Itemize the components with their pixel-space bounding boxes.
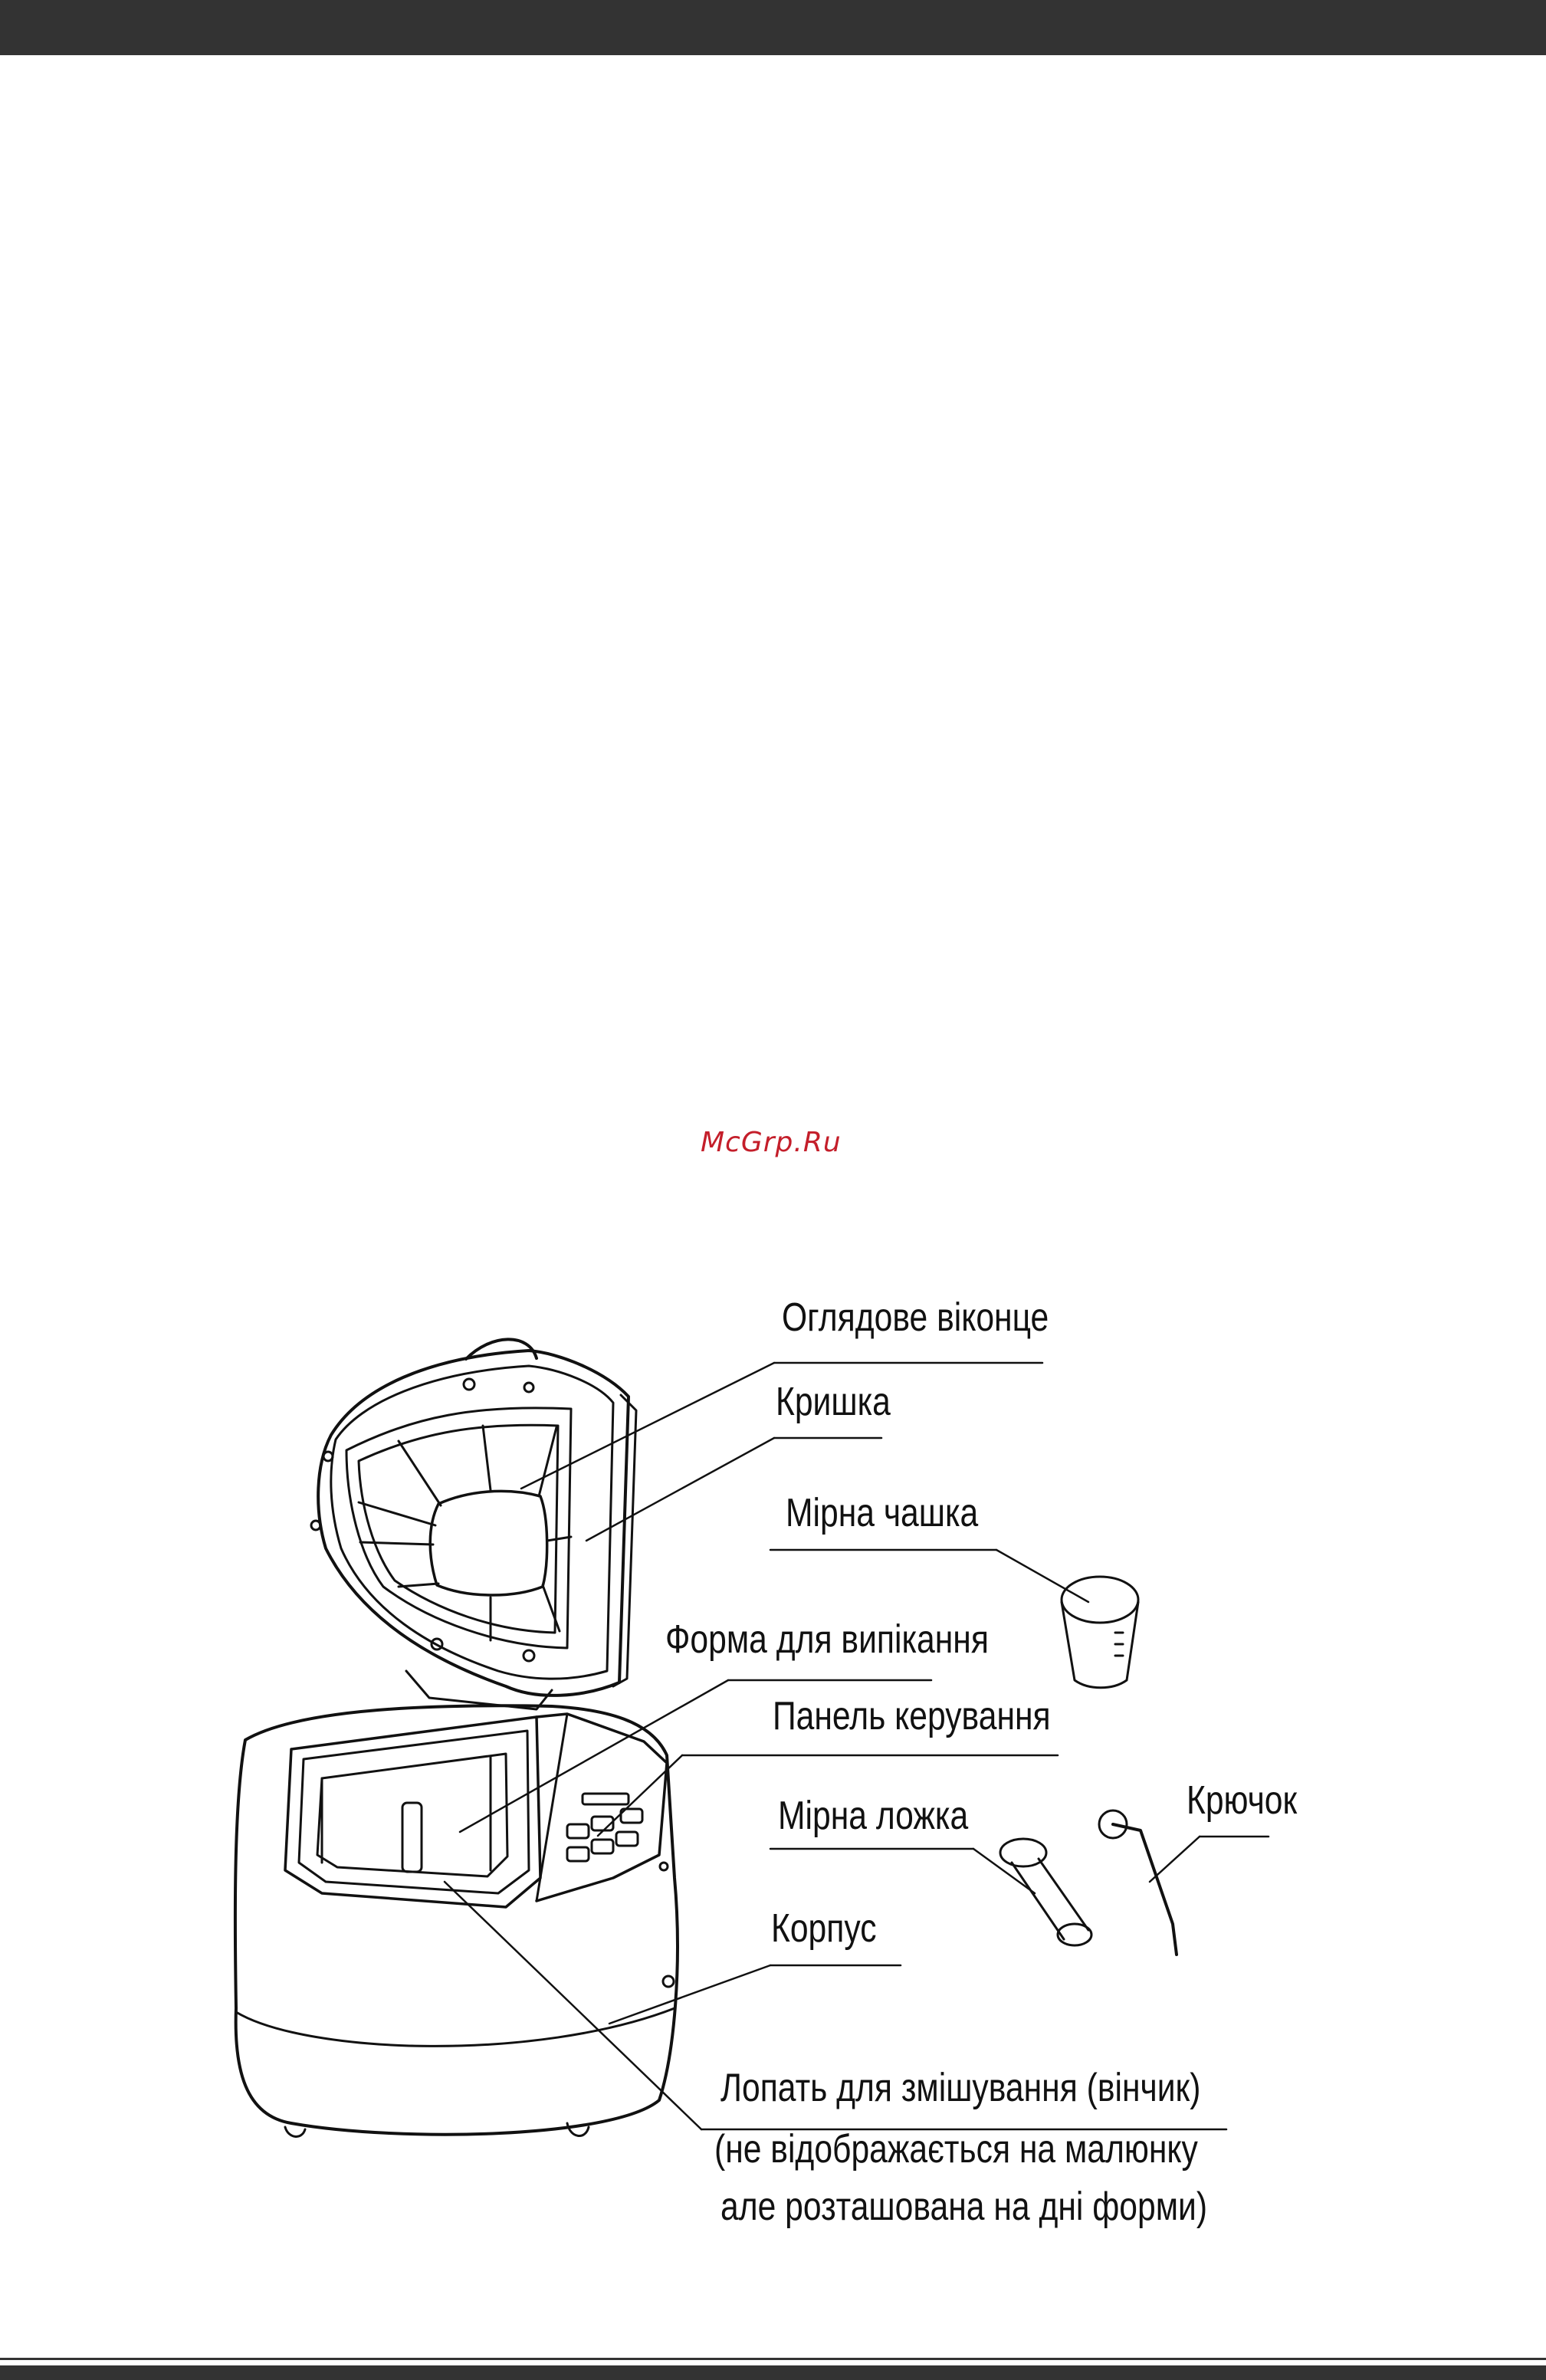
label-baking-pan: Форма для випікання (665, 1617, 989, 1663)
label-paddle-note-1: (не відображається на малюнку (714, 2127, 1198, 2173)
lid-illustration (311, 1339, 636, 1709)
label-viewing-window: Оглядове віконце (782, 1295, 1049, 1341)
label-housing: Корпус (771, 1906, 877, 1952)
label-measuring-cup: Мірна чашка (786, 1491, 978, 1537)
label-hook: Крючок (1187, 1778, 1297, 1824)
bottom-rule (0, 2358, 1546, 2360)
measuring-spoon-illustration (1000, 1839, 1091, 1945)
body-illustration (235, 1705, 678, 2136)
bottom-bar (0, 2365, 1546, 2380)
label-lid: Кришка (776, 1380, 891, 1426)
label-measuring-spoon: Мірна ложка (778, 1794, 968, 1840)
callout-lines (445, 1363, 1269, 2129)
hook-illustration (1099, 1810, 1177, 1955)
label-paddle: Лопать для змішування (вінчик) (720, 2066, 1200, 2112)
label-paddle-note-2: але розташована на дні форми) (720, 2185, 1207, 2231)
label-control-panel: Панель керування (773, 1694, 1051, 1740)
